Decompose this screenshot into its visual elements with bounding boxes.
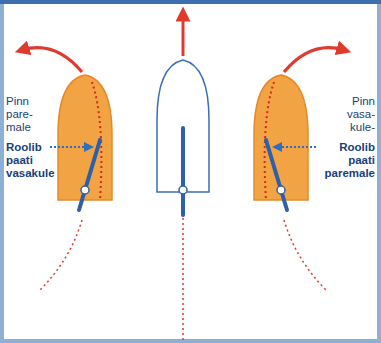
frame [2,2,379,341]
tiller-direction-label: Pinn vasa- kule- [347,95,375,134]
boat-straight [157,14,209,340]
top-band [0,0,381,4]
steering-direction-label: Roolib paati paremale [324,141,375,180]
steering-direction-label: Roolib paati vasakule [6,141,55,180]
tiller-direction-label: Pinn pare- male [6,95,33,134]
